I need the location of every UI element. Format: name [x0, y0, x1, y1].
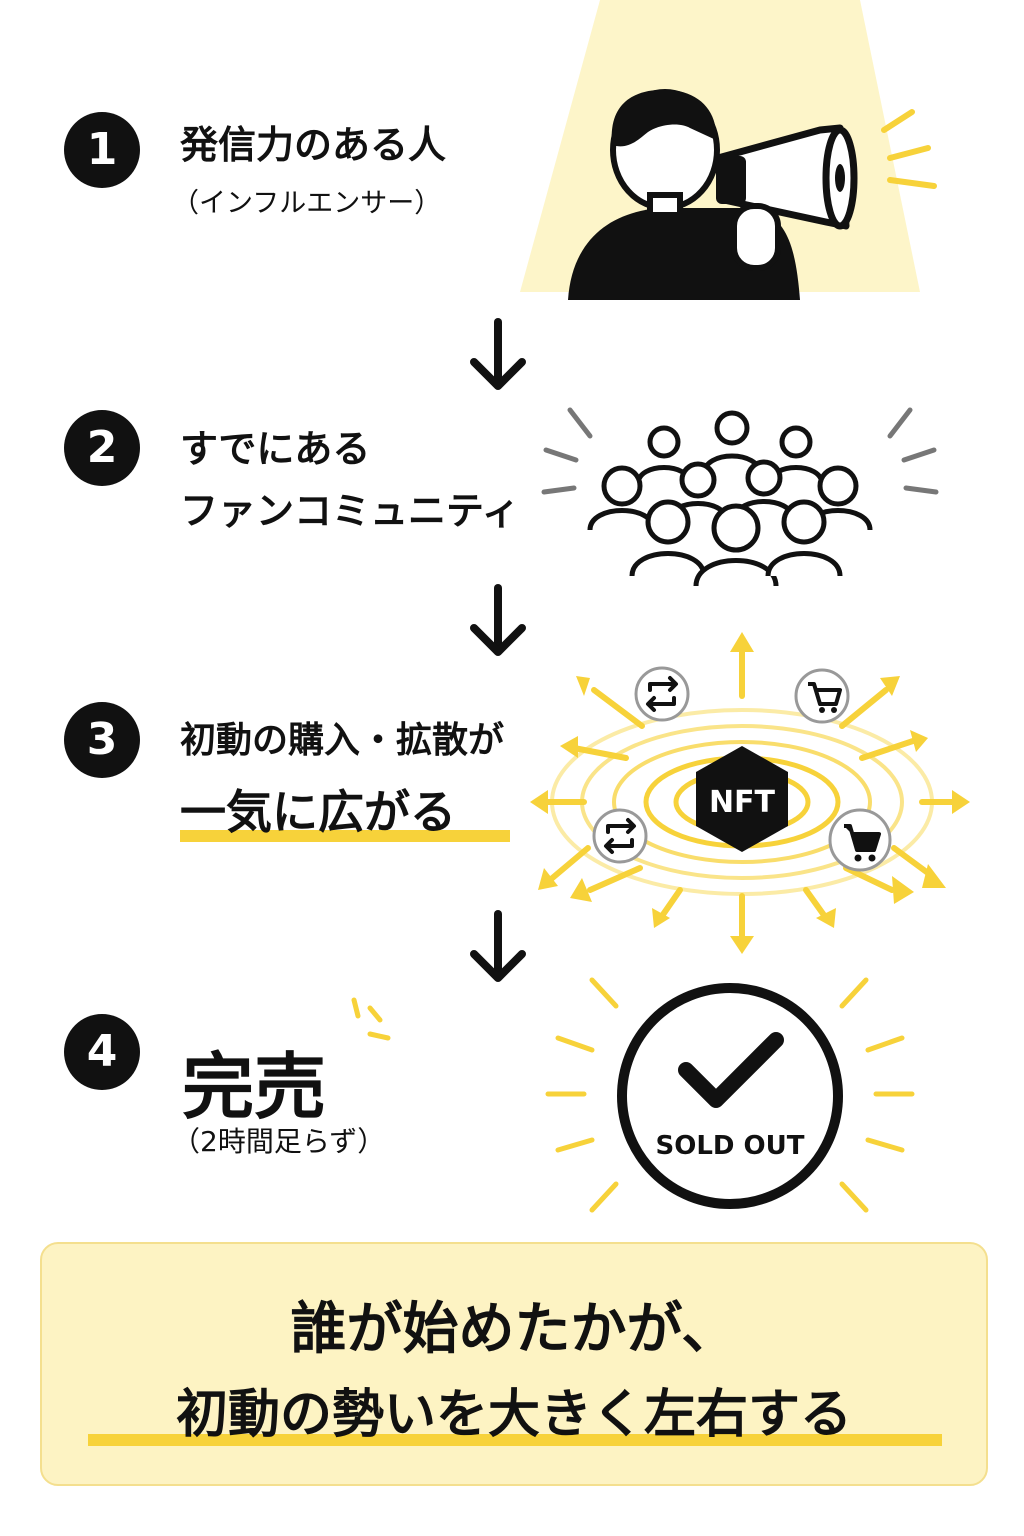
conclusion-line2: 初動の勢いを大きく左右する	[175, 1385, 852, 1445]
sold-out-label: SOLD OUT	[656, 1131, 805, 1161]
highlight-underline	[88, 1434, 942, 1446]
shopping-cart-icon	[794, 668, 850, 724]
step-1-subtitle: （インフルエンサー）	[172, 188, 442, 219]
sold-out-check-icon: SOLD OUT	[545, 977, 915, 1213]
nft-badge-label: NFT	[709, 785, 776, 820]
step-3-title-line2: 一気に広がる	[180, 785, 456, 839]
down-arrow-icon	[470, 584, 526, 656]
step-1-number: 1	[64, 112, 140, 188]
nft-spread-icon: NFT	[530, 632, 970, 954]
step-2-title-line1: すでにある	[180, 427, 371, 471]
step-2-title-line2: ファンコミュニティ	[180, 489, 520, 533]
retweet-icon	[634, 666, 690, 722]
step-4-number: 4	[64, 1014, 140, 1090]
fan-community-icon	[541, 407, 939, 587]
highlight-underline	[180, 830, 510, 842]
step-1-title: 発信力のある人	[180, 123, 447, 167]
influencer-megaphone-icon	[520, 0, 937, 300]
down-arrow-icon	[470, 910, 526, 982]
step-3-number: 3	[64, 702, 140, 778]
down-arrow-icon	[470, 318, 526, 390]
conclusion-panel: 誰が始めたかが、 初動の勢いを大きく左右する	[40, 1242, 988, 1486]
step-4-title: 完売	[182, 1045, 327, 1129]
step-4-subtitle: （2時間足らず）	[172, 1125, 386, 1158]
conclusion-line1: 誰が始めたかが、	[290, 1297, 738, 1362]
shopping-cart-icon	[828, 808, 892, 872]
step-2-number: 2	[64, 410, 140, 486]
retweet-icon	[592, 808, 648, 864]
step-3-title-line1: 初動の購入・拡散が	[180, 720, 505, 761]
sparkle-icon	[351, 997, 391, 1041]
